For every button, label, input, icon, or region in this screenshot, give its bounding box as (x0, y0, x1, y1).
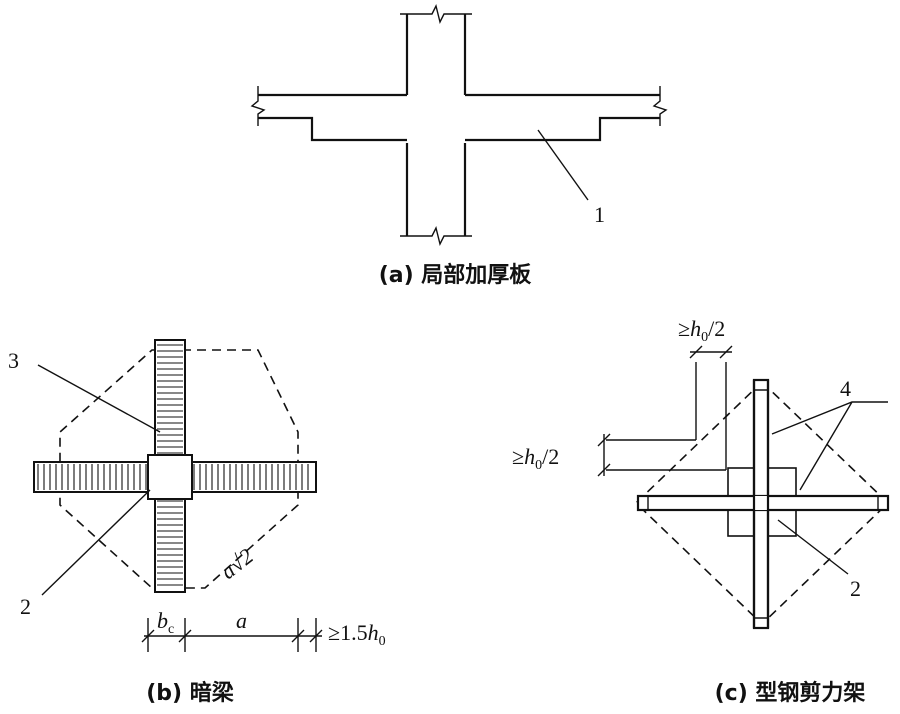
dim-bc: bc (157, 608, 174, 637)
leader-2c (777, 519, 849, 575)
drop-panel-left-outline (258, 116, 407, 142)
vertical-member-edges (752, 380, 770, 628)
leader-2b (41, 489, 151, 596)
dim-left-h0-2: ≥h0/2 (512, 444, 559, 473)
horizontal-member-flanges (647, 496, 879, 510)
column-top-break-line (400, 3, 472, 25)
slab-right-break-line (652, 86, 668, 126)
figure-a-thickened-slab: 1 (a) 局部加厚板 (250, 3, 668, 288)
caption-a: (a) 局部加厚板 (379, 262, 533, 288)
left-dim-extensions (606, 439, 726, 471)
left-dim-ticks (597, 433, 611, 477)
member-intersection (754, 496, 768, 510)
dim-min-15h0: ≥1.5h0 (328, 620, 386, 649)
label-2c: 2 (850, 576, 861, 601)
vertical-member-flanges (754, 389, 768, 619)
leader-4 (771, 401, 888, 491)
label-2b: 2 (20, 594, 31, 619)
vertical-beam-stirrups (157, 344, 183, 586)
top-dim-ticks (689, 345, 733, 359)
caption-b: (b) 暗梁 (146, 680, 234, 706)
top-dim-extensions (695, 362, 727, 470)
figure-c-steel-shearhead: ≥h0/2 ≥h0/2 4 2 (c) 型钢剪力架 (512, 316, 890, 706)
drop-panel-right-outline (465, 116, 660, 142)
leader-3 (37, 364, 161, 433)
label-4: 4 (840, 376, 851, 401)
dimension-extension-ticks (147, 618, 317, 652)
dim-a: a (236, 608, 247, 633)
horizontal-beam-stirrups (37, 464, 309, 490)
figure-b-concealed-beam: 3 2 a√2 bc a ≥1.5h0 (b) 暗梁 (8, 339, 386, 706)
punching-zone-dashed-outline (59, 349, 299, 589)
label-1: 1 (594, 202, 605, 227)
dim-diagonal-label: a√2 (216, 543, 258, 584)
caption-c: (c) 型钢剪力架 (715, 680, 866, 706)
label-3: 3 (8, 348, 19, 373)
dim-top-h0-2: ≥h0/2 (678, 316, 725, 345)
leader-1 (537, 129, 589, 201)
dimension-slash-ticks (141, 629, 323, 643)
slab-left-break-line (250, 86, 266, 126)
column-section (147, 454, 193, 500)
column-bottom-break-line (400, 225, 472, 247)
